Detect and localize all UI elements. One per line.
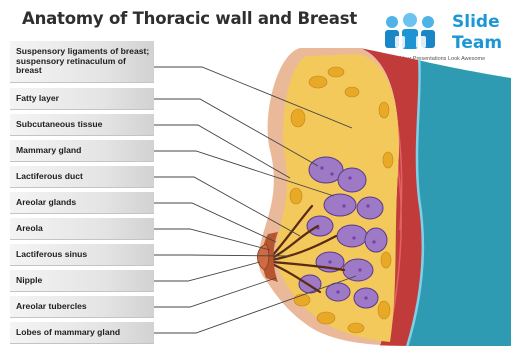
label-areola: Areola: [10, 218, 154, 240]
label-nipple: Nipple: [10, 270, 154, 292]
label-lactiferous-sinus: Lactiferous sinus: [10, 244, 154, 266]
label-lactiferous-duct: Lactiferous duct: [10, 166, 154, 188]
label-suspensory-ligaments: Suspensory ligaments of breast; suspenso…: [10, 41, 154, 83]
lung-region: [406, 60, 511, 346]
label-fatty-layer: Fatty layer: [10, 88, 154, 110]
label-areolar-tubercles: Areolar tubercles: [10, 296, 154, 318]
label-areolar-glands: Areolar glands: [10, 192, 154, 214]
label-lobes-of-mammary-gland: Lobes of mammary gland: [10, 322, 154, 344]
label-mammary-gland: Mammary gland: [10, 140, 154, 162]
label-subcutaneous-tissue: Subcutaneous tissue: [10, 114, 154, 136]
